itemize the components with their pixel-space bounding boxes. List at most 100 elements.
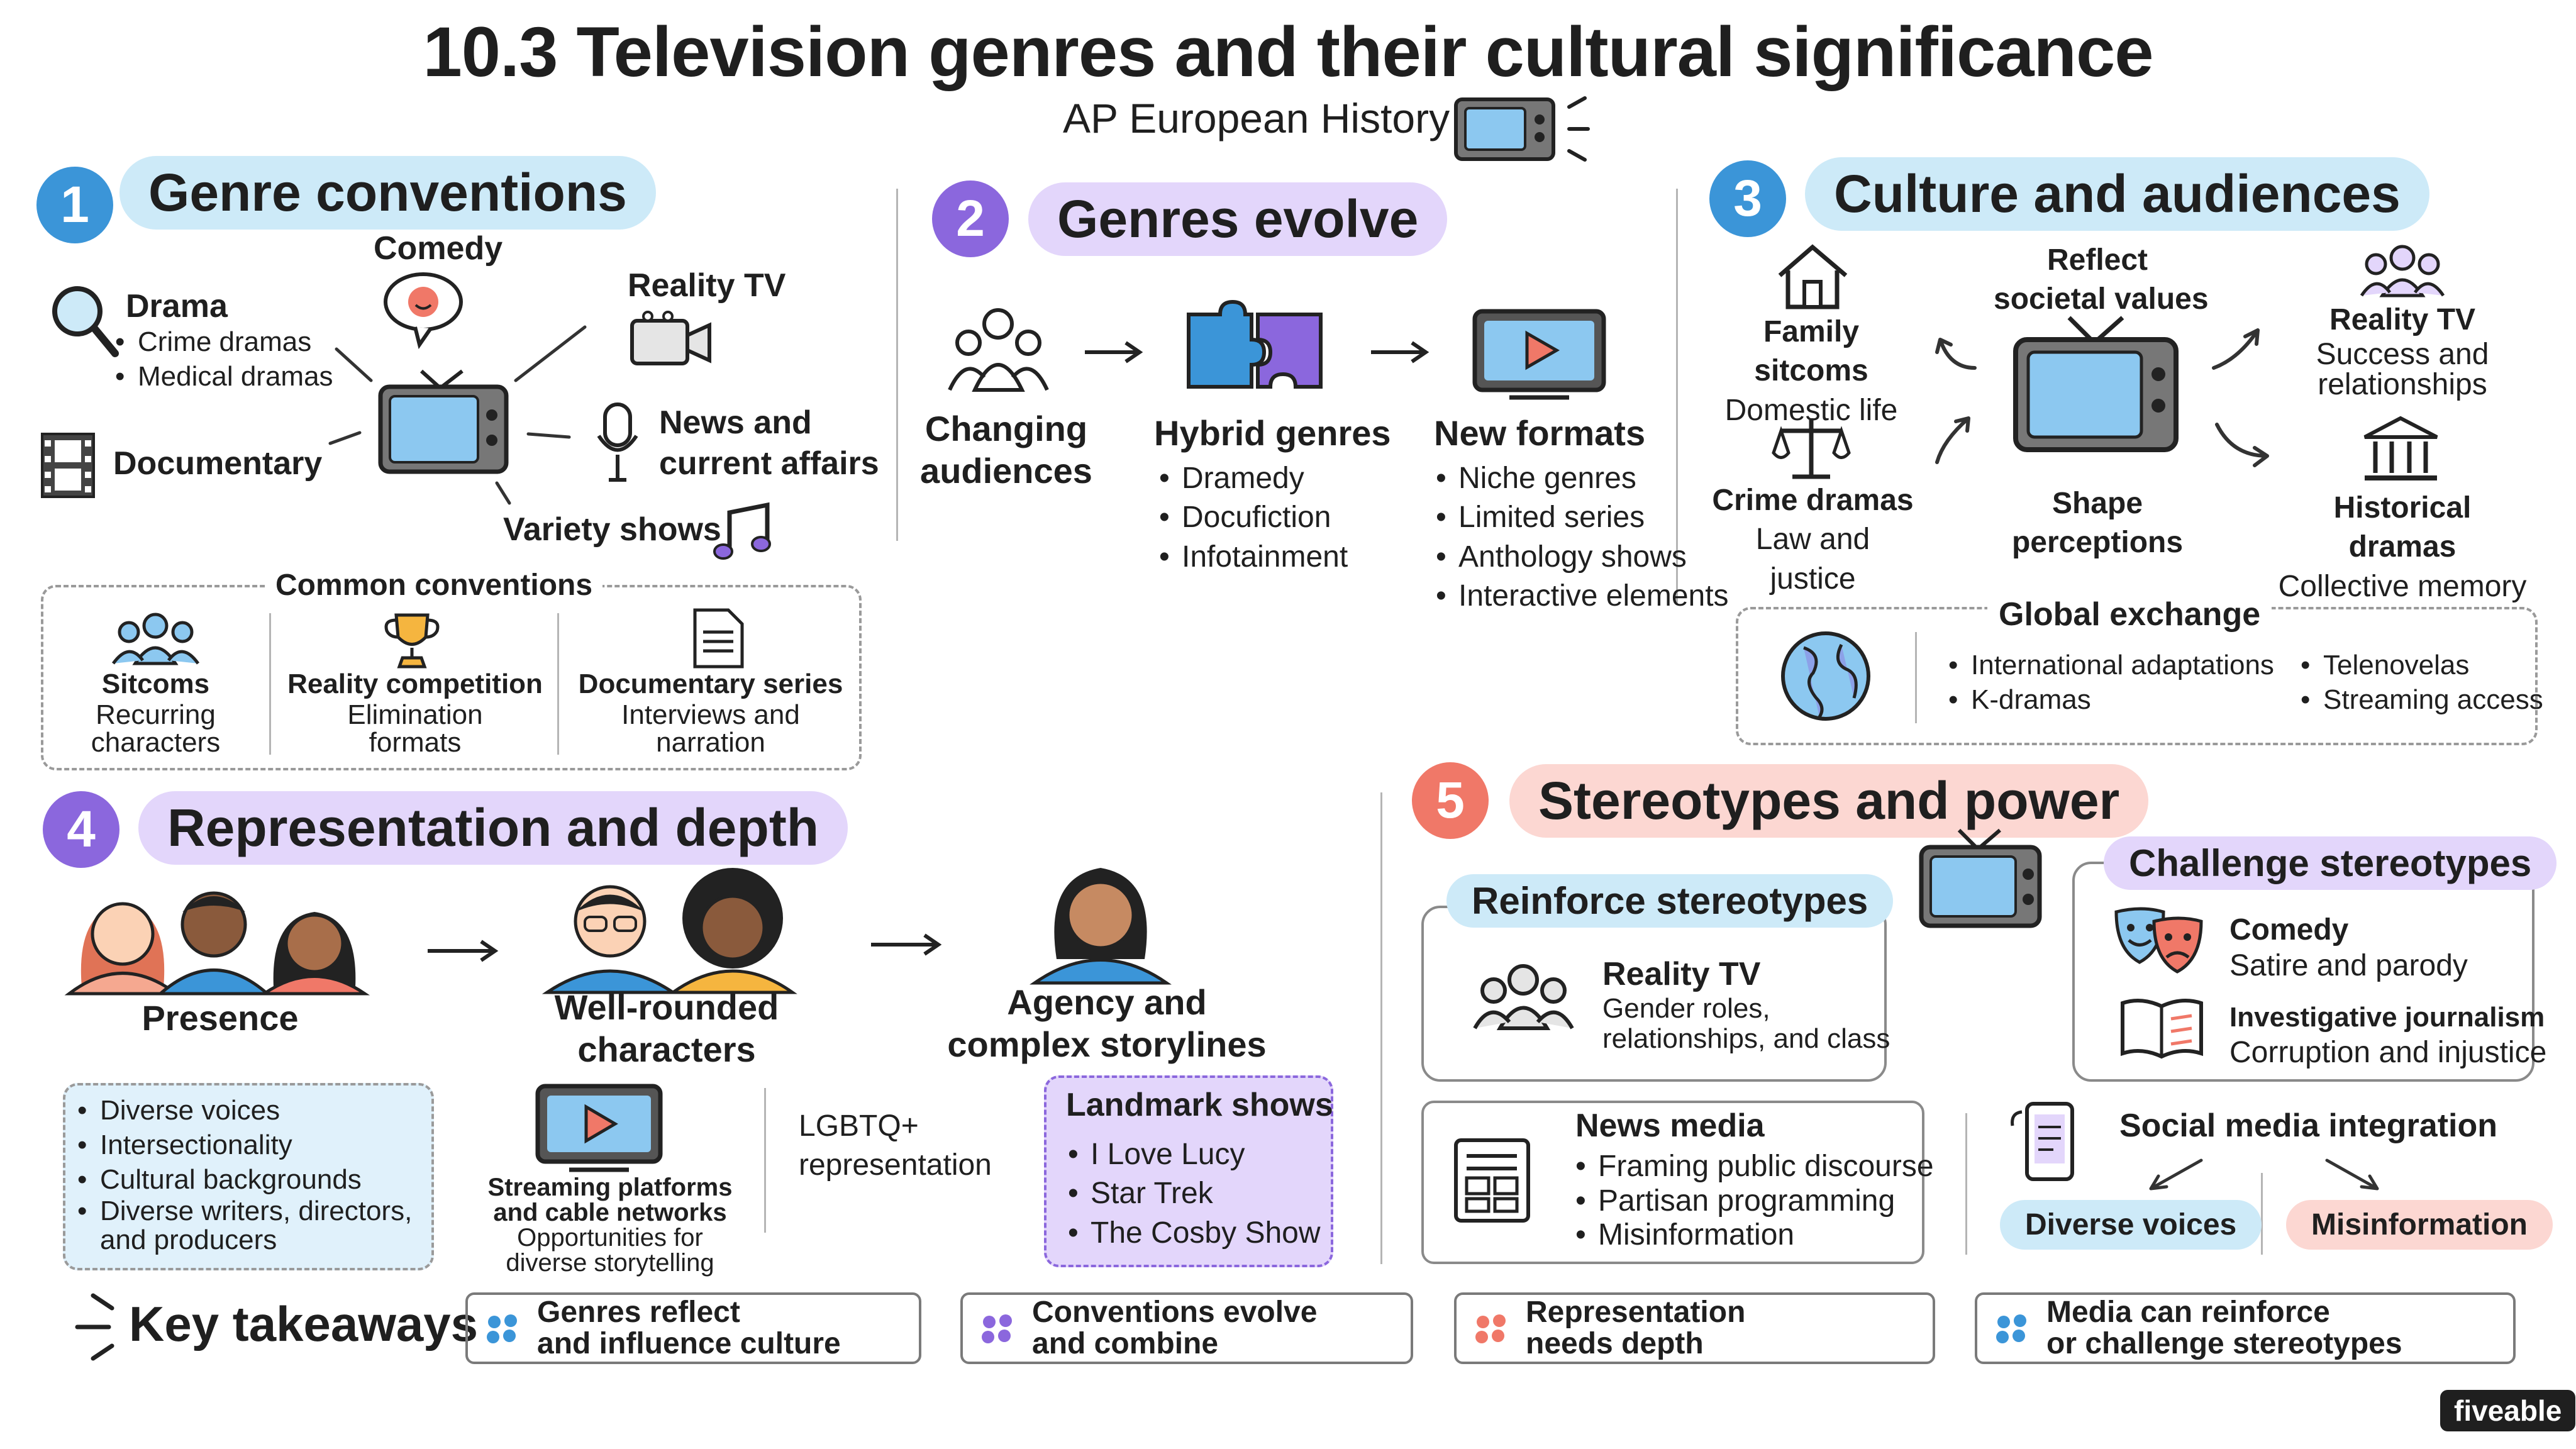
takeaway-card: Genres reflect and influence culture [465, 1292, 921, 1364]
hybrid-genres-label: Hybrid genres [1154, 413, 1391, 453]
landmark-shows-list: I Love Lucy Star Trek The Cosby Show [1063, 1135, 1321, 1253]
section-3-number: 3 [1709, 160, 1786, 237]
social-media-title: Social media integration [2119, 1108, 2498, 1144]
list-item: Infotainment [1154, 538, 1348, 577]
phone-icon [2011, 1102, 2074, 1181]
theater-masks-icon [2114, 907, 2203, 974]
tv-icon [1919, 828, 2042, 928]
reinforce-reality-title: Reality TV [1602, 956, 1761, 992]
brand-logo: fiveable [2440, 1390, 2576, 1431]
section-5-number: 5 [1412, 762, 1489, 839]
tv-icon [1454, 96, 1590, 162]
house-icon [1778, 244, 1848, 309]
list-item: Telenovelas [2296, 648, 2543, 682]
person-icon [1030, 868, 1172, 985]
key-takeaways-icon [75, 1293, 114, 1361]
historical-dramas-card: Historical dramas Collective memory [2277, 489, 2528, 606]
document-icon [693, 608, 744, 669]
lgbtq-label: LGBTQ+ representation [799, 1109, 992, 1182]
changing-audiences-label: Changing audiences [920, 409, 1092, 491]
dots-icon [982, 1314, 1012, 1343]
list-item: Medical dramas [110, 359, 333, 394]
list-item: Limited series [1431, 498, 1729, 538]
scales-icon [1772, 418, 1851, 479]
list-item: Intersectionality [72, 1128, 412, 1162]
takeaway-card: Conventions evolve and combine [960, 1292, 1413, 1364]
list-item: Diverse writers, directors, and producer… [72, 1196, 412, 1255]
news-label: News and current affairs [659, 404, 879, 482]
challenge-title: Challenge stereotypes [2104, 836, 2557, 890]
dots-icon [1475, 1314, 1506, 1343]
documentary-series-desc: Interviews and narration [621, 699, 800, 758]
takeaway-text: Conventions evolve and combine [1032, 1295, 1318, 1360]
tv-icon [378, 369, 509, 474]
reality-tv-label: Reality TV [628, 267, 786, 304]
section-2-number: 2 [932, 180, 1009, 257]
book-icon [2121, 999, 2203, 1059]
list-item: Dramedy [1154, 459, 1348, 499]
tv-icon [2013, 316, 2179, 452]
well-rounded-label: Well-rounded characters [554, 987, 779, 1070]
drama-list: Crime dramas Medical dramas [110, 325, 333, 394]
section-1-number: 1 [36, 167, 113, 243]
group-icon [2360, 245, 2445, 297]
section-5-title: Stereotypes and power [1509, 764, 2149, 838]
list-item: International adaptations [1943, 648, 2274, 682]
list-item: K-dramas [1943, 682, 2274, 717]
list-item: Crime dramas [110, 325, 333, 359]
list-item: Cultural backgrounds [72, 1162, 412, 1197]
section-4-number: 4 [43, 791, 119, 868]
music-note-icon [713, 502, 771, 560]
page-subtitle: AP European History [1063, 95, 1450, 142]
page-title: 10.3 Television genres and their cultura… [423, 13, 2153, 91]
takeaway-card: Media can reinforce or challenge stereot… [1975, 1292, 2516, 1364]
section-divider [1380, 792, 1382, 1264]
section-3-title: Culture and audiences [1805, 157, 2429, 231]
sitcoms-desc: Recurring characters [91, 699, 221, 758]
historical-dramas-title: Historical dramas [2333, 491, 2472, 564]
documentary-series-card: Documentary series Interviews and narrat… [563, 667, 858, 757]
global-exchange-title: Global exchange [1987, 594, 2272, 635]
newspaper-icon [1454, 1138, 1530, 1223]
list-item: The Cosby Show [1063, 1214, 1321, 1253]
arrow-icon [871, 933, 942, 956]
crime-dramas-card: Crime dramas Law and justice [1711, 481, 1915, 599]
arrow-icon [1371, 341, 1430, 364]
divider [764, 1088, 766, 1233]
divider [1965, 1113, 1967, 1255]
comedy-label: Comedy [374, 230, 503, 267]
people-pair-icon [541, 868, 797, 994]
section-divider [1676, 189, 1678, 604]
list-item: Partisan programming [1570, 1184, 1934, 1219]
takeaway-text: Representation needs depth [1526, 1295, 1746, 1360]
dots-icon [1996, 1314, 2026, 1343]
arrow-icon [428, 940, 499, 962]
list-item: Interactive elements [1431, 577, 1729, 616]
divider [1915, 632, 1917, 723]
reality-tv-culture-title: Reality TV [2329, 303, 2476, 336]
global-exchange-list-1: International adaptations K-dramas [1943, 648, 2274, 717]
speech-bubble-icon [384, 272, 463, 350]
video-camera-icon [630, 311, 711, 365]
documentary-label: Documentary [113, 445, 323, 482]
trophy-icon [384, 613, 440, 669]
comedy-challenge-title: Comedy [2229, 913, 2349, 947]
reality-competition-title: Reality competition [287, 669, 543, 699]
divider [557, 613, 559, 755]
variety-shows-label: Variety shows [503, 511, 721, 548]
section-4-title: Representation and depth [138, 791, 848, 865]
presence-list: Diverse voices Intersectionality Cultura… [72, 1093, 412, 1255]
group-icon [111, 613, 200, 665]
list-item: Star Trek [1063, 1174, 1321, 1214]
reality-tv-culture-desc: Success and relationships [2316, 338, 2489, 402]
drama-label: Drama [126, 288, 228, 325]
presence-label: Presence [142, 998, 299, 1038]
dots-icon [487, 1314, 517, 1343]
globe-icon [1781, 631, 1870, 721]
global-exchange-list-2: Telenovelas Streaming access [2296, 648, 2543, 717]
sitcoms-title: Sitcoms [101, 669, 210, 699]
list-item: Docufiction [1154, 498, 1348, 538]
list-item: Diverse voices [72, 1093, 412, 1128]
comedy-challenge-desc: Satire and parody [2229, 949, 2468, 982]
people-group-icon [64, 891, 370, 996]
